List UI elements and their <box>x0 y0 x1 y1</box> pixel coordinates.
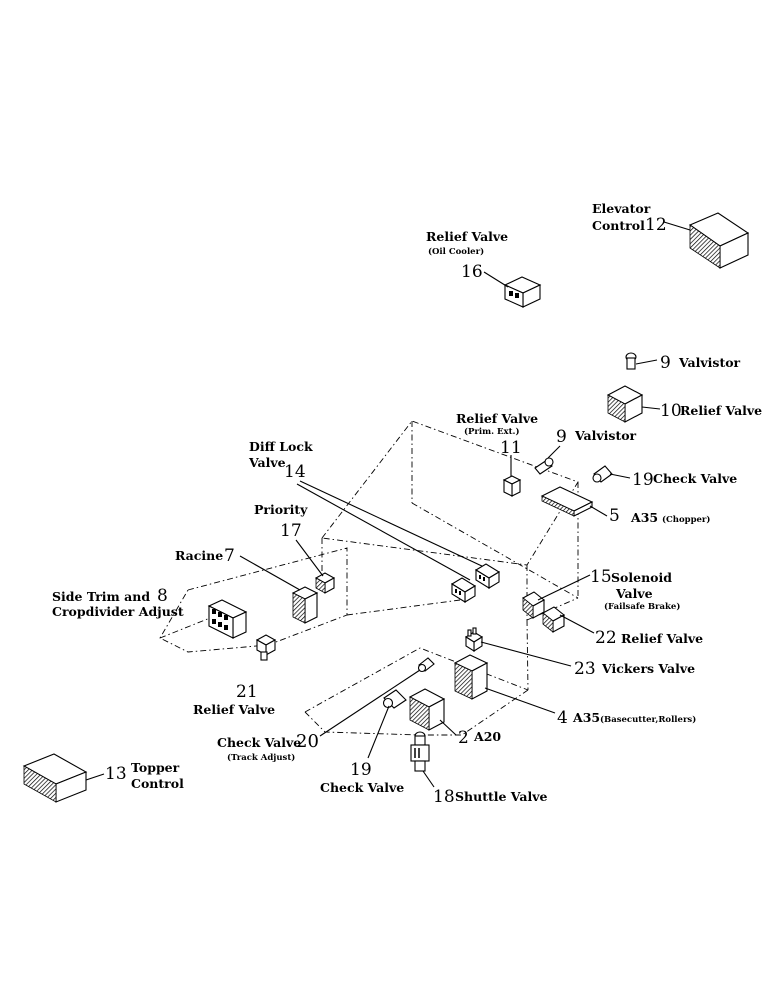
callout-12: 12 <box>645 215 667 235</box>
relief-valve-21 <box>255 634 277 661</box>
solenoid-label-line2: Valve <box>615 586 653 601</box>
callout-15: 15 <box>590 567 612 587</box>
a35-basecutter-label: A35 <box>572 710 600 725</box>
shuttle-valve <box>410 731 435 788</box>
diff-lock-label-line1: Diff Lock <box>249 439 313 454</box>
diff-lock-label-line2: Valve <box>248 455 286 470</box>
check-valve-19-top <box>592 465 631 483</box>
a35-basecutter-block <box>453 654 556 714</box>
valvistor-top-label: Valvistor <box>678 355 741 370</box>
callout-19-bottom: 19 <box>350 760 372 780</box>
relief-valve-22-label: Relief Valve <box>621 631 703 646</box>
callout-7: 7 <box>224 546 235 566</box>
callout-2: 2 <box>458 728 469 748</box>
a35-chopper-block <box>540 486 608 517</box>
relief-valve-16-label: Relief Valve <box>426 229 508 244</box>
side-trim-label-line2: Cropdivider Adjust <box>52 604 184 619</box>
side-trim-cropdivider-block <box>207 599 248 639</box>
elevator-control-label-line2: Control <box>592 218 645 233</box>
relief-valve-22 <box>542 606 595 634</box>
a35-chopper-label: A35 <box>630 510 658 525</box>
a20-label: A20 <box>473 729 501 744</box>
check-valve-19-top-label: Check Valve <box>653 471 737 486</box>
relief-valve-11-label: Relief Valve <box>456 411 538 426</box>
topper-control-block <box>22 753 105 803</box>
callout-13: 13 <box>105 764 127 784</box>
vickers-valve-label: Vickers Valve <box>601 661 695 676</box>
callout-10: 10 <box>660 401 682 421</box>
failsafe-note: (Failsafe Brake) <box>604 601 680 612</box>
valvistor-middle <box>534 445 561 475</box>
callout-19-top: 19 <box>632 470 654 490</box>
topper-label-line1: Topper <box>131 760 180 775</box>
valvistor-middle-label: Valvistor <box>574 428 637 443</box>
callout-9-top: 9 <box>660 353 671 373</box>
basecutter-note: (Basecutter,Rollers) <box>600 714 696 725</box>
chopper-note: (Chopper) <box>662 514 710 525</box>
a20-block <box>408 688 457 736</box>
topper-label-line2: Control <box>131 776 184 791</box>
vickers-valve <box>464 627 572 667</box>
callout-22: 22 <box>595 628 617 648</box>
valvistor-top <box>625 352 658 370</box>
diff-lock-valve <box>296 480 501 603</box>
relief-valve-10-label: Relief Valve <box>680 403 762 418</box>
callout-20: 20 <box>296 731 319 752</box>
callout-18: 18 <box>433 787 455 807</box>
callout-16: 16 <box>461 262 483 282</box>
priority-label: Priority <box>254 502 308 517</box>
callout-5: 5 <box>609 506 620 526</box>
solenoid-valve-failsafe <box>522 574 591 619</box>
callout-8: 8 <box>157 586 168 606</box>
callout-14: 14 <box>284 462 306 482</box>
oil-cooler-note: (Oil Cooler) <box>428 246 484 257</box>
relief-valve-10-block <box>606 385 661 423</box>
callout-23: 23 <box>574 659 596 679</box>
relief-valve-oil-cooler <box>483 271 542 308</box>
elevator-control-block <box>663 212 750 269</box>
callout-11: 11 <box>500 438 522 458</box>
callout-17: 17 <box>280 521 302 541</box>
side-trim-label-line1: Side Trim and <box>52 589 150 604</box>
check-valve-track-adjust <box>319 657 435 737</box>
relief-valve-21-label: Relief Valve <box>193 702 275 717</box>
check-valve-19-bottom <box>367 689 407 759</box>
relief-valve-prim-ext <box>502 455 522 497</box>
priority-valve <box>295 539 336 594</box>
prim-ext-note: (Prim. Ext.) <box>464 426 520 437</box>
check-valve-20-label: Check Valve <box>217 735 301 750</box>
check-valve-19-bottom-label: Check Valve <box>320 780 404 795</box>
callout-4: 4 <box>557 708 568 728</box>
shuttle-valve-label: Shuttle Valve <box>455 789 547 804</box>
chassis-frame-outline <box>159 420 579 736</box>
solenoid-label-line1: Solenoid <box>611 570 672 585</box>
track-adjust-note: (Track Adjust) <box>227 752 295 763</box>
elevator-control-label-line1: Elevator <box>592 201 651 216</box>
callout-9-middle: 9 <box>556 427 567 447</box>
callout-21: 21 <box>236 682 258 702</box>
racine-label: Racine <box>175 548 223 563</box>
racine-valve <box>239 555 319 624</box>
